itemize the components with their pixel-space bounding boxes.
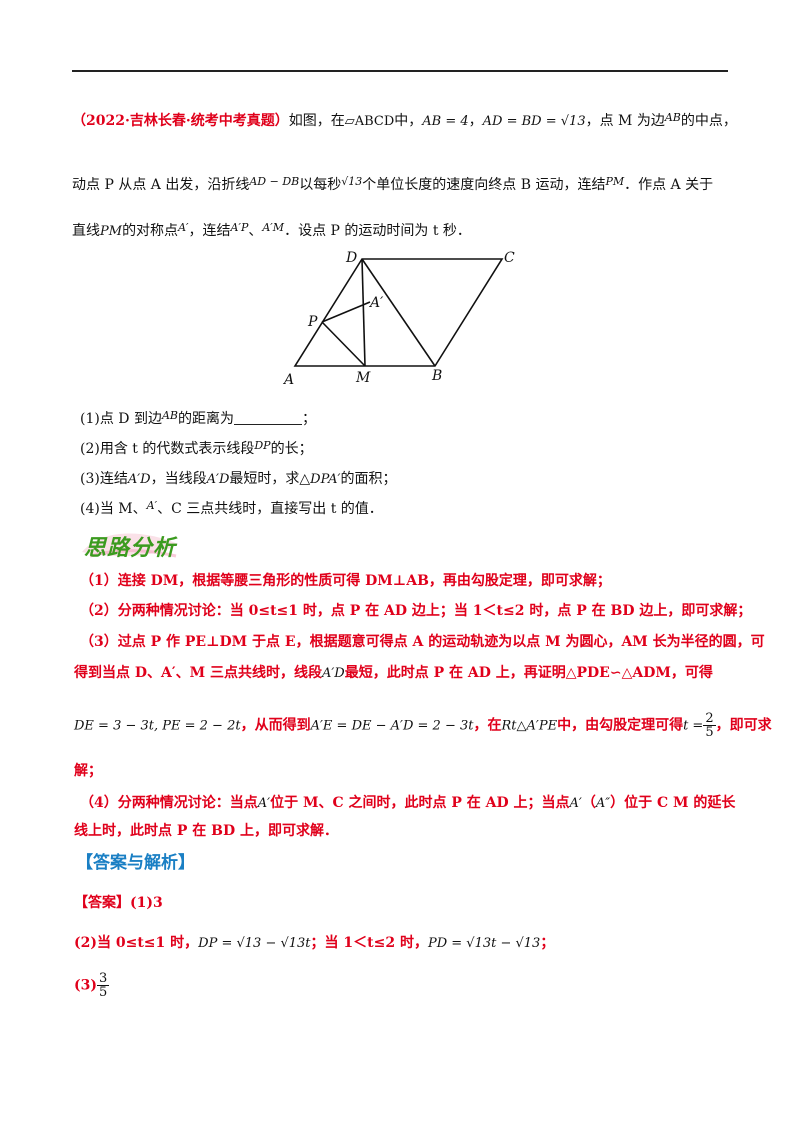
- label-a-prime: A′: [368, 295, 384, 311]
- label-c: C: [504, 250, 515, 266]
- problem-line-2: 动点 P 从点 A 出发，沿折线AD − DB以每秒√13个单位长度的速度向终点…: [72, 175, 714, 193]
- parallelogram-abcd: [293, 258, 504, 367]
- question-2: (2)用含 t 的代数式表示线段DP的长；: [80, 439, 313, 457]
- problem-line-3: 直线PM的对称点A′，连结A′P、A′M．设点 P 的运动时间为 t 秒．: [72, 221, 471, 239]
- question-3: (3)连结A′D，当线段A′D最短时，求△DPA′的面积；: [80, 471, 397, 487]
- analysis-3-line-2: 得到当点 D、A′、M 三点共线时，线段A′D最短，此时点 P 在 AD 上，再…: [74, 665, 713, 681]
- label-d: D: [345, 250, 357, 266]
- question-4: (4)当 M、A′、C 三点共线时，直接写出 t 的值．: [80, 499, 383, 517]
- segment-db: [361, 258, 436, 367]
- label-p: P: [307, 314, 318, 330]
- analysis-4-line-2: 线上时，此时点 P 在 BD 上，即可求解．: [74, 823, 338, 839]
- analysis-3-line-3: DE = 3 − 3t, PE = 2 − 2t，从而得到A′E = DE − …: [74, 711, 772, 740]
- label-m: M: [355, 370, 371, 386]
- analysis-3-line-1: （3）过点 P 作 PE⊥DM 于点 E，根据题意可得点 A 的运动轨迹为以点 …: [80, 634, 765, 650]
- analysis-2: （2）分两种情况讨论：当 0≤t≤1 时，点 P 在 AD 边上；当 1＜t≤2…: [80, 603, 752, 619]
- answer-1: 【答案】(1)3: [74, 895, 163, 911]
- analysis-4-line-1: （4）分两种情况讨论：当点A′位于 M、C 之间时，此时点 P 在 AD 上；当…: [80, 795, 736, 811]
- analysis-1: （1）连接 DM，根据等腰三角形的性质可得 DM⊥AB，再由勾股定理，即可求解；: [80, 573, 611, 589]
- header-rule: [72, 70, 728, 72]
- answer-section-title: 【答案与解析】: [76, 853, 195, 873]
- segment-dm: [361, 258, 366, 367]
- analysis-3-line-4: 解；: [74, 763, 102, 779]
- analysis-badge: 思路分析: [84, 536, 177, 561]
- label-a: A: [282, 372, 294, 388]
- segment-pa1: [321, 301, 371, 323]
- analysis-badge-bg: [82, 533, 178, 558]
- answer-2: (2)当 0≤t≤1 时，DP = √13 − √13t；当 1＜t≤2 时，P…: [74, 935, 555, 951]
- problem-line-1: （2022·吉林长春·统考中考真题）如图，在▱ABCD中，AB = 4，AD =…: [72, 111, 737, 129]
- label-b: B: [431, 368, 442, 384]
- question-1: (1)点 D 到边AB的距离为；: [80, 409, 316, 427]
- problem-source: （2022·吉林长春·统考中考真题）: [72, 113, 289, 129]
- segment-pm: [321, 321, 366, 367]
- answer-blank: [234, 412, 302, 425]
